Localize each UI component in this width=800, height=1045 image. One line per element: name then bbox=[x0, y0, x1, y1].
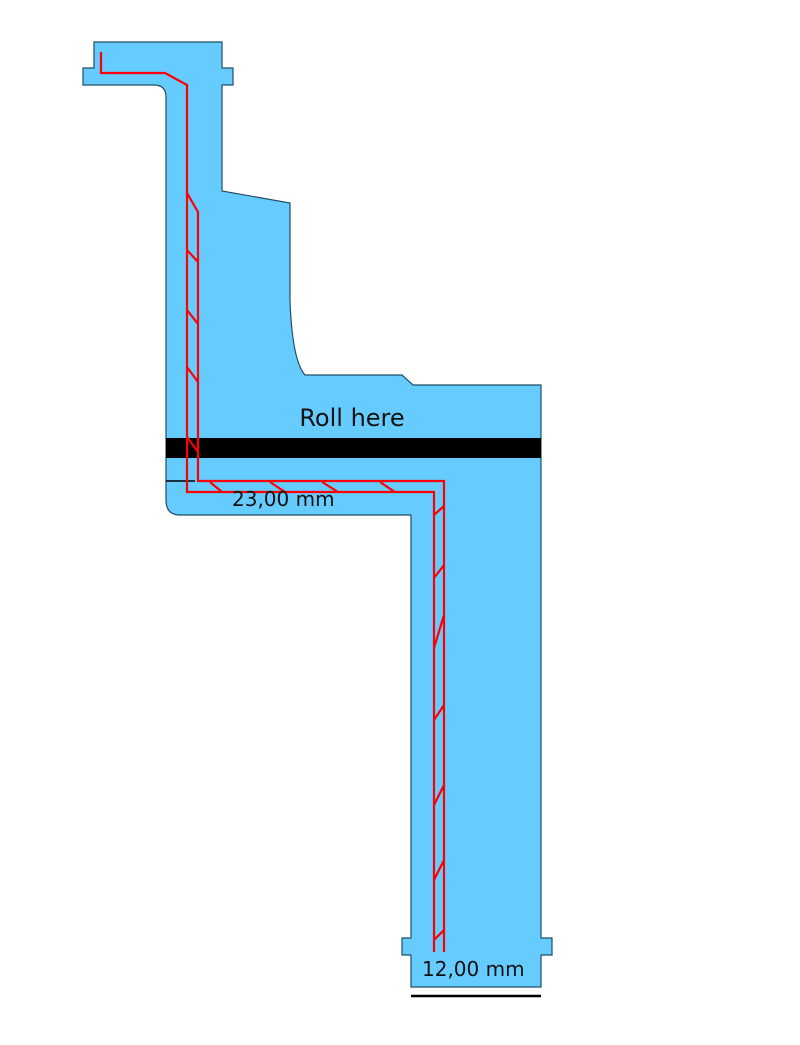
trace-outer bbox=[99, 52, 436, 952]
trace-inner bbox=[186, 192, 446, 952]
width-label-bottom: 12,00 mm bbox=[422, 957, 525, 981]
traces bbox=[99, 52, 446, 952]
width-label-top: 23,00 mm bbox=[232, 487, 335, 511]
roll-here-label: Roll here bbox=[299, 404, 404, 432]
roll-band bbox=[166, 438, 541, 458]
flex-cable-outline bbox=[82, 41, 553, 988]
trace-ticks bbox=[186, 249, 446, 941]
